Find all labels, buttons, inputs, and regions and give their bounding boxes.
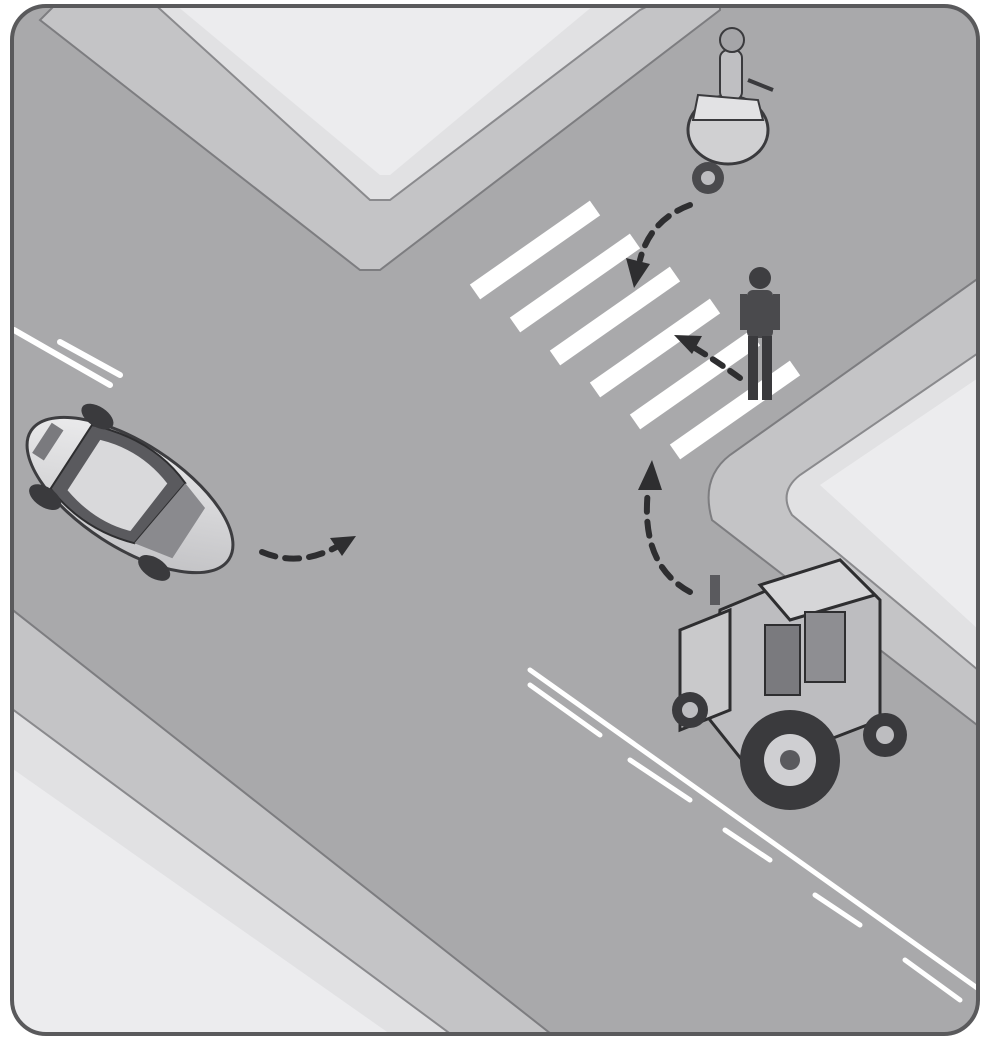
traffic-intersection-diagram [0,0,990,1041]
intersection-illustration [0,0,990,1041]
